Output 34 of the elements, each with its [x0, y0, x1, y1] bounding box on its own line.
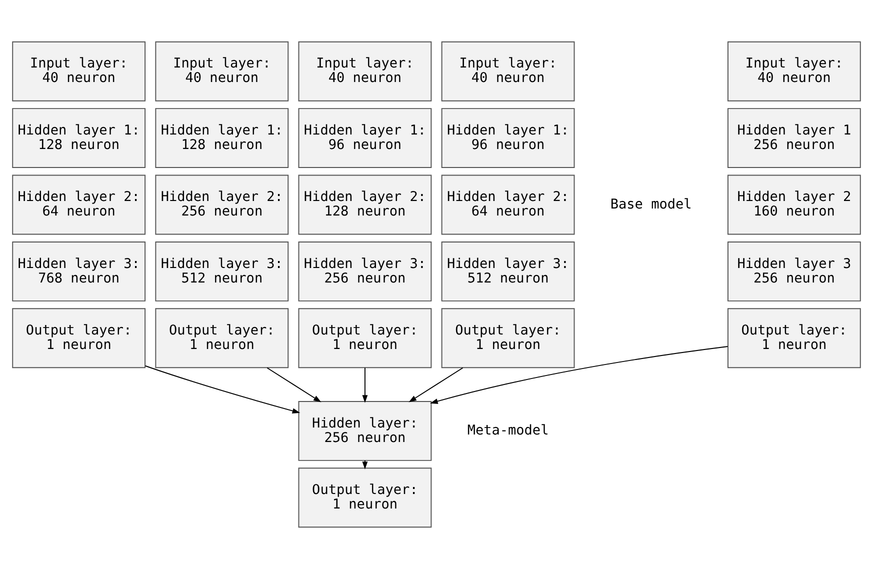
node-box: Hidden layer 1: 128 neuron: [12, 108, 146, 168]
node-box: Input layer: 40 neuron: [441, 40, 575, 101]
node-box: Output layer: 1 neuron: [12, 308, 146, 368]
node-box: Hidden layer 1: 128 neuron: [155, 108, 289, 168]
node-box: Hidden layer 2 160 neuron: [727, 174, 861, 234]
node-box: Output layer: 1 neuron: [441, 308, 575, 368]
node-box: Input layer: 40 neuron: [298, 40, 432, 101]
node-box: Output layer: 1 neuron: [155, 308, 289, 368]
node-box: Hidden layer 1: 96 neuron: [298, 108, 432, 168]
node-box: Hidden layer 3: 512 neuron: [441, 240, 575, 301]
node-box: Hidden layer 3: 768 neuron: [12, 240, 146, 301]
node-box: Hidden layer 1: 96 neuron: [441, 108, 575, 168]
node-box: Output layer: 1 neuron: [298, 467, 432, 528]
node-box: Hidden layer: 256 neuron: [298, 400, 432, 460]
node-box: Hidden layer 3: 512 neuron: [155, 240, 289, 301]
arrow: [430, 346, 728, 404]
node-box: Hidden layer 2: 256 neuron: [155, 174, 289, 234]
label: Meta-model: [467, 422, 549, 438]
node-box: Hidden layer 3 256 neuron: [727, 240, 861, 301]
node-box: Input layer: 40 neuron: [155, 40, 289, 101]
arrow: [408, 366, 464, 402]
node-box: Input layer: 40 neuron: [727, 40, 861, 101]
arrow: [266, 366, 322, 402]
node-box: Hidden layer 3: 256 neuron: [298, 240, 432, 301]
node-box: Output layer: 1 neuron: [298, 308, 432, 368]
label: Base model: [610, 196, 692, 212]
node-box: Hidden layer 1 256 neuron: [727, 108, 861, 168]
node-box: Hidden layer 2: 64 neuron: [441, 174, 575, 234]
node-box: Output layer: 1 neuron: [727, 308, 861, 368]
arrow: [362, 366, 368, 402]
node-box: Hidden layer 2: 64 neuron: [12, 174, 146, 234]
node-box: Input layer: 40 neuron: [12, 40, 146, 101]
arrow: [144, 364, 300, 413]
node-box: Hidden layer 2: 128 neuron: [298, 174, 432, 234]
